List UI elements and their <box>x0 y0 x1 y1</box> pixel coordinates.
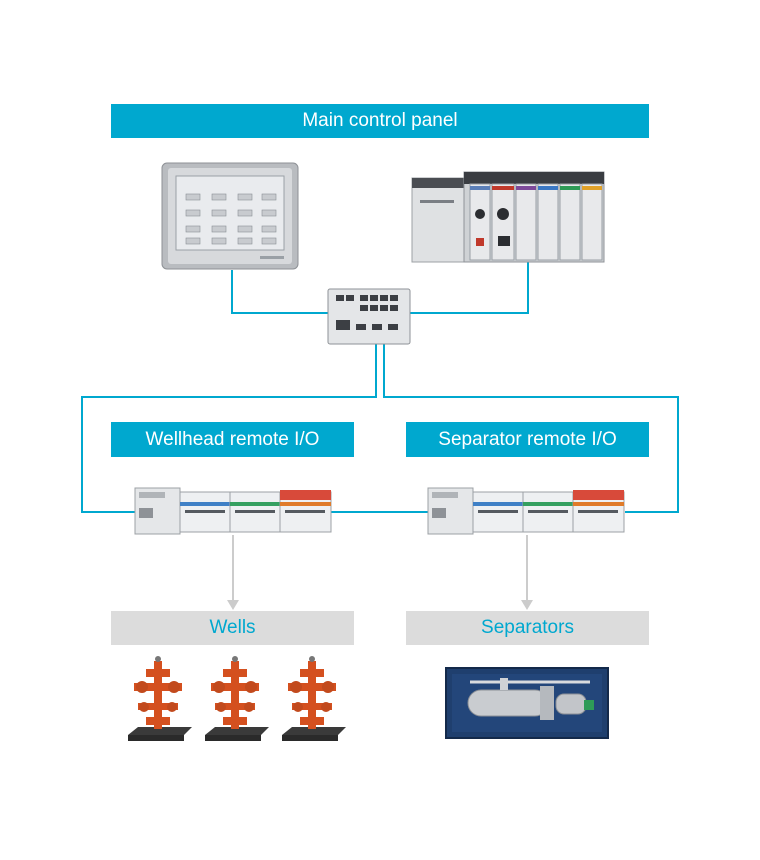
hmi-to-switch-line <box>231 270 328 314</box>
wellhead-remote-io-module-icon <box>134 487 332 535</box>
plc-chassis-icon <box>411 171 605 263</box>
wells-illustration <box>128 656 346 741</box>
separator-remote-io-module-icon <box>427 487 625 535</box>
ethernet-switch-icon <box>327 288 411 345</box>
wellhead-christmas-tree-icon <box>282 656 346 741</box>
wellhead-christmas-tree-icon <box>128 656 192 741</box>
switch-to-separator-line <box>383 344 679 513</box>
switch-to-wellhead-line <box>81 344 377 513</box>
wellhead-christmas-tree-icon <box>205 656 269 741</box>
separator-remote-io-title: Separator remote I/O <box>406 422 649 457</box>
wells-arrow-head <box>227 600 239 610</box>
operator-touch-panel-icon <box>161 162 299 270</box>
separators-title: Separators <box>406 611 649 645</box>
wells-title: Wells <box>111 611 354 645</box>
separators-arrow-head <box>521 600 533 610</box>
plc-to-switch-line <box>410 262 529 314</box>
separator-skid-icon <box>445 667 609 739</box>
main-control-panel-title: Main control panel <box>111 104 649 138</box>
wellhead-remote-io-title: Wellhead remote I/O <box>111 422 354 457</box>
